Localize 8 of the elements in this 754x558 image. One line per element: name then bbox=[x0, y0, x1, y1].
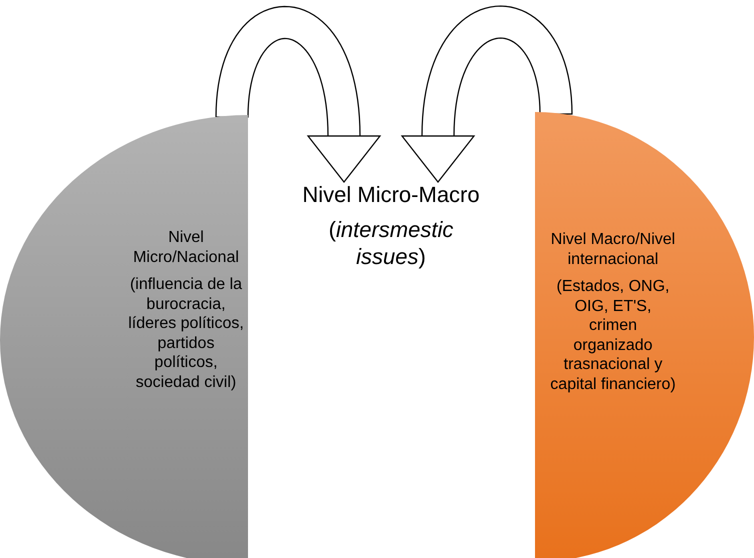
curved-block-arrow bbox=[215, 6, 382, 183]
node-title: Nivel Micro/Nacional bbox=[132, 228, 240, 268]
node-description: (influencia de la burocracia, líderes políticos, partidos políticos, sociedad civil) bbox=[128, 275, 244, 392]
curved-block-arrow bbox=[400, 5, 573, 183]
node-title: Nivel Micro-Macro bbox=[301, 182, 481, 209]
node-title: Nivel Macro/Nivel internacional bbox=[550, 230, 676, 270]
node-description: (Estados, ONG, OIG, ET'S, crimen organizado trasnacional y capital financiero) bbox=[549, 277, 677, 394]
node-description: (intersmestic issues) bbox=[328, 216, 454, 270]
